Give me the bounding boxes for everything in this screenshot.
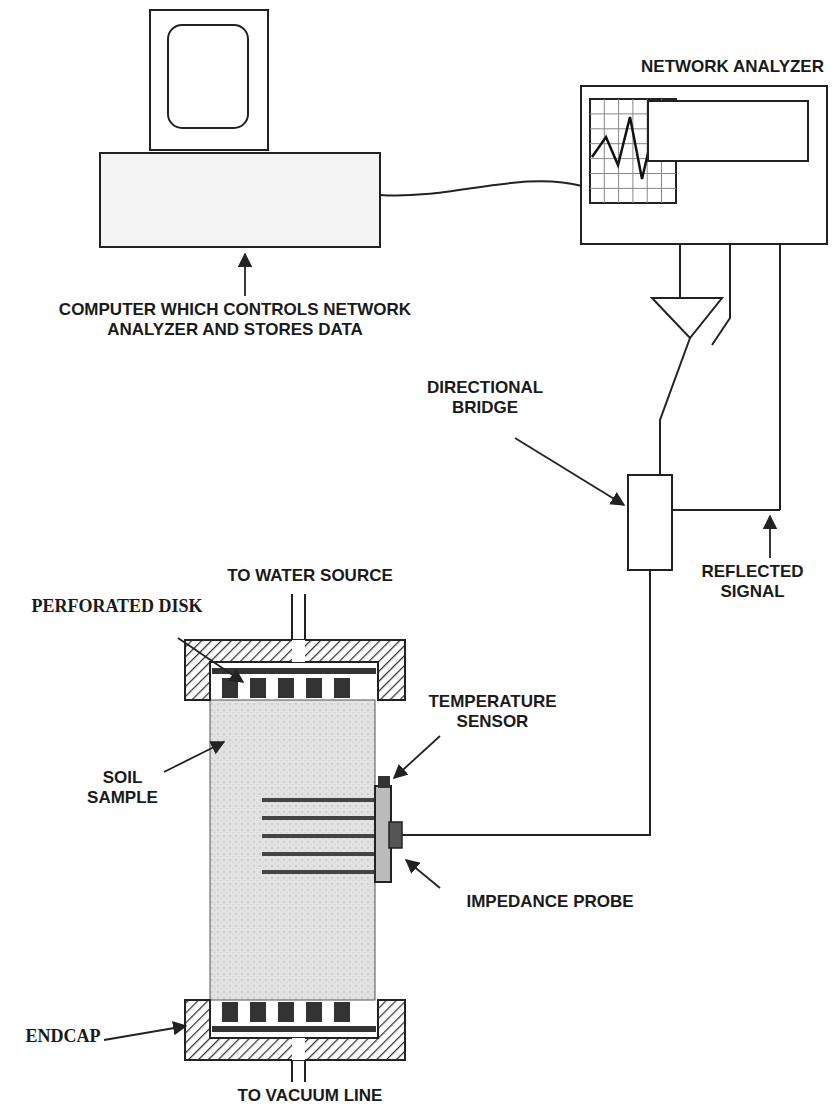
analyzer-screen: [582, 87, 826, 243]
instrument-box: NETWORK ANALYZER: [580, 55, 828, 245]
pipe-label: TO VACUUM LINE: [170, 1086, 450, 1106]
callout-label: TEMPERATURE SENSOR: [405, 692, 580, 732]
signal-label: REFLECTED SIGNAL: [690, 562, 815, 602]
callout-label: SOIL SAMPLE: [75, 768, 170, 808]
callout-label: IMPEDANCE PROBE: [430, 892, 670, 912]
callout-label: PERFORATED DISK: [22, 596, 212, 616]
pipe-label: TO WATER SOURCE: [170, 566, 450, 586]
instrument-heading: NETWORK ANALYZER: [580, 55, 828, 79]
callout-label: ENDCAP: [8, 1026, 118, 1046]
instrument-housing: [580, 85, 828, 245]
callout-label: COMPUTER WHICH CONTROLS NETWORK ANALYZER…: [55, 300, 415, 340]
callout-label: DIRECTIONAL BRIDGE: [410, 378, 560, 418]
